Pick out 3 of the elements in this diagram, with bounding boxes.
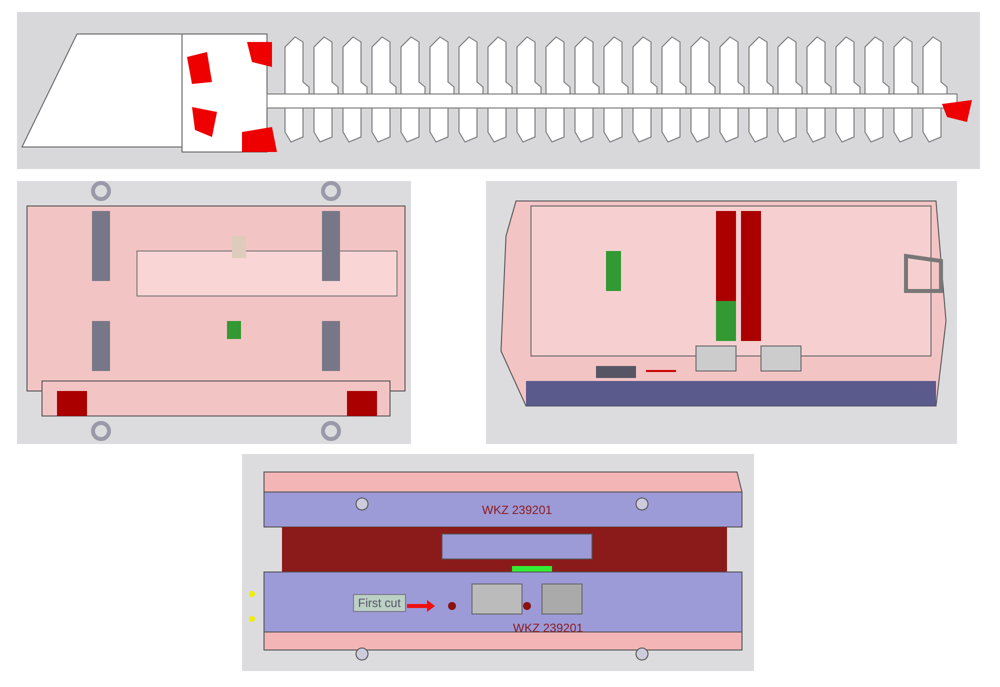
die-marking-text: WKZ 239201 [482, 503, 552, 517]
die-marking-text: WKZ 239201 [513, 621, 584, 635]
label-plate: First cut [353, 594, 406, 612]
